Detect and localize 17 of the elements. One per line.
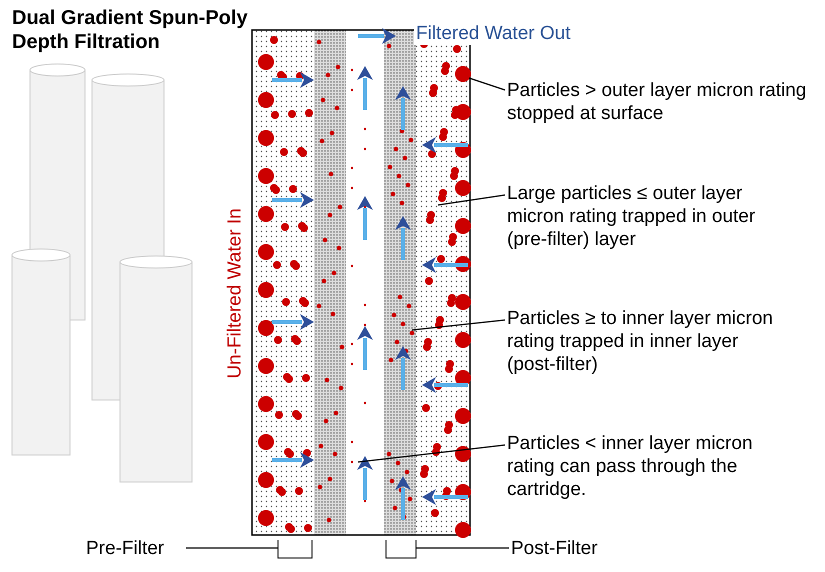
leader-line xyxy=(186,547,278,549)
leader-line xyxy=(358,444,506,463)
callout-text: Particles > outer layer micron rating stopped at surface xyxy=(507,79,807,125)
leader-line xyxy=(438,194,506,206)
flow-label: Un-Filtered Water In xyxy=(224,207,246,381)
flow-label: Filtered Water Out xyxy=(414,22,573,45)
callout-text: Particles < inner layer micron rating can pass through the cartridge. xyxy=(507,432,767,501)
callout-text: Pre-Filter xyxy=(86,537,186,560)
callout-text: Large particles ≤ outer layer micron rating trapped in outer (pre-filter) layer xyxy=(507,182,777,251)
bracket xyxy=(386,540,416,558)
leader-line xyxy=(468,77,506,91)
callout-text: Post-Filter xyxy=(511,537,621,560)
callout-text: Particles ≥ to inner layer micron rating trapped in inner layer (post-filter) xyxy=(507,307,777,376)
leader-line xyxy=(412,319,506,331)
bracket xyxy=(278,540,312,558)
leader-line xyxy=(416,547,509,549)
title: Dual Gradient Spun-Poly Depth Filtration xyxy=(12,6,249,54)
